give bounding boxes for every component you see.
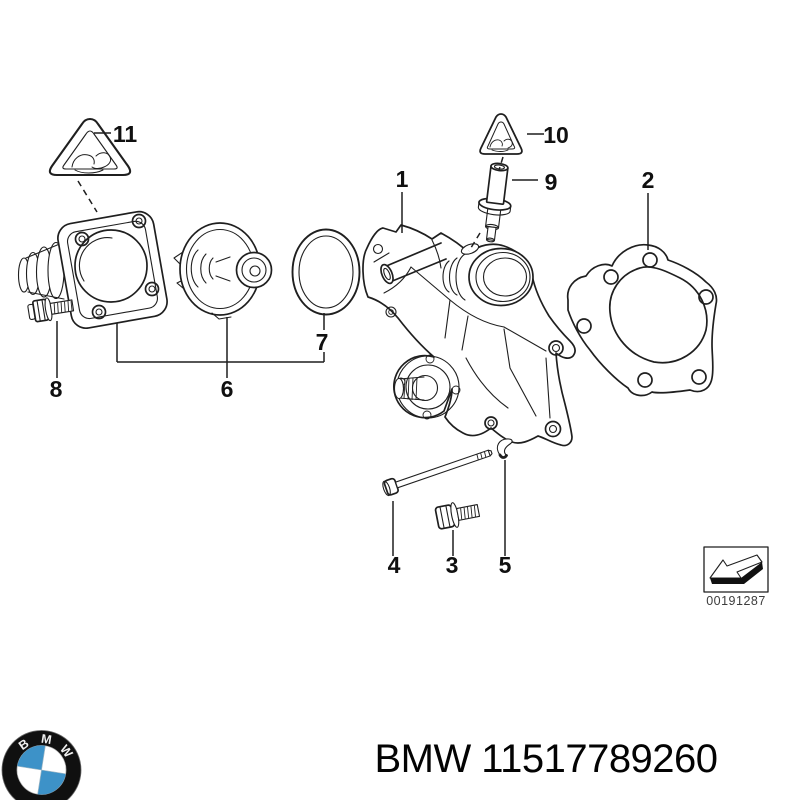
callout-9: 9 (545, 169, 558, 195)
gasket-drawing (566, 243, 718, 397)
callout-3: 3 (446, 552, 459, 578)
callout-1: 1 (396, 166, 409, 192)
stamp-box: 00191287 (703, 546, 769, 608)
o-ring-drawing (291, 228, 361, 316)
water-pump-drawing (362, 224, 576, 447)
clip-5-drawing (496, 438, 513, 459)
warning-triangle-11 (48, 117, 132, 177)
dashed-leader-10 (498, 156, 504, 171)
leader-bracket-6 (116, 313, 325, 378)
bolt-8-drawing (27, 297, 75, 323)
callout-4: 4 (388, 552, 401, 578)
callout-11: 11 (113, 121, 138, 147)
bolt-3-drawing (434, 502, 481, 530)
dashed-leader-11 (77, 180, 98, 213)
thermostat-housing-drawing (17, 210, 168, 330)
bmw-quadrant-blue-tl (17, 745, 46, 770)
callout-10: 10 (543, 122, 569, 148)
pump-outline (362, 224, 576, 447)
bolt-4-drawing (382, 449, 493, 497)
clip-symbol-icon (489, 138, 513, 152)
callout-2: 2 (642, 167, 655, 193)
part-number-text: BMW 11517789260 (374, 737, 717, 781)
clip-symbol-icon (71, 152, 112, 174)
pump-web-lines (373, 239, 551, 419)
callout-labels: 1 2 3 4 5 6 7 8 9 10 11 (50, 121, 655, 578)
callout-7: 7 (316, 329, 329, 355)
callout-5: 5 (499, 552, 512, 578)
bmw-logo: B M W (1, 730, 82, 800)
bmw-quadrant-blue-br (37, 770, 66, 795)
gasket-opening (609, 266, 708, 364)
leader-lines (56, 132, 649, 556)
bmw-letter-m: M (40, 732, 52, 747)
stamp-arrow-icon (709, 554, 763, 579)
callout-6: 6 (221, 376, 234, 402)
warning-triangle-10 (479, 113, 523, 155)
gasket-outline (566, 243, 718, 397)
footer: B M W BMW 11517789260 (1, 730, 718, 800)
stamp-arrow-shadow (710, 562, 763, 584)
thermostat-drawing (173, 222, 273, 320)
dashed-leader-9 (468, 232, 481, 252)
stamp-code: 00191287 (706, 594, 766, 608)
sensor-9-drawing (477, 162, 512, 243)
callout-8: 8 (50, 376, 63, 402)
